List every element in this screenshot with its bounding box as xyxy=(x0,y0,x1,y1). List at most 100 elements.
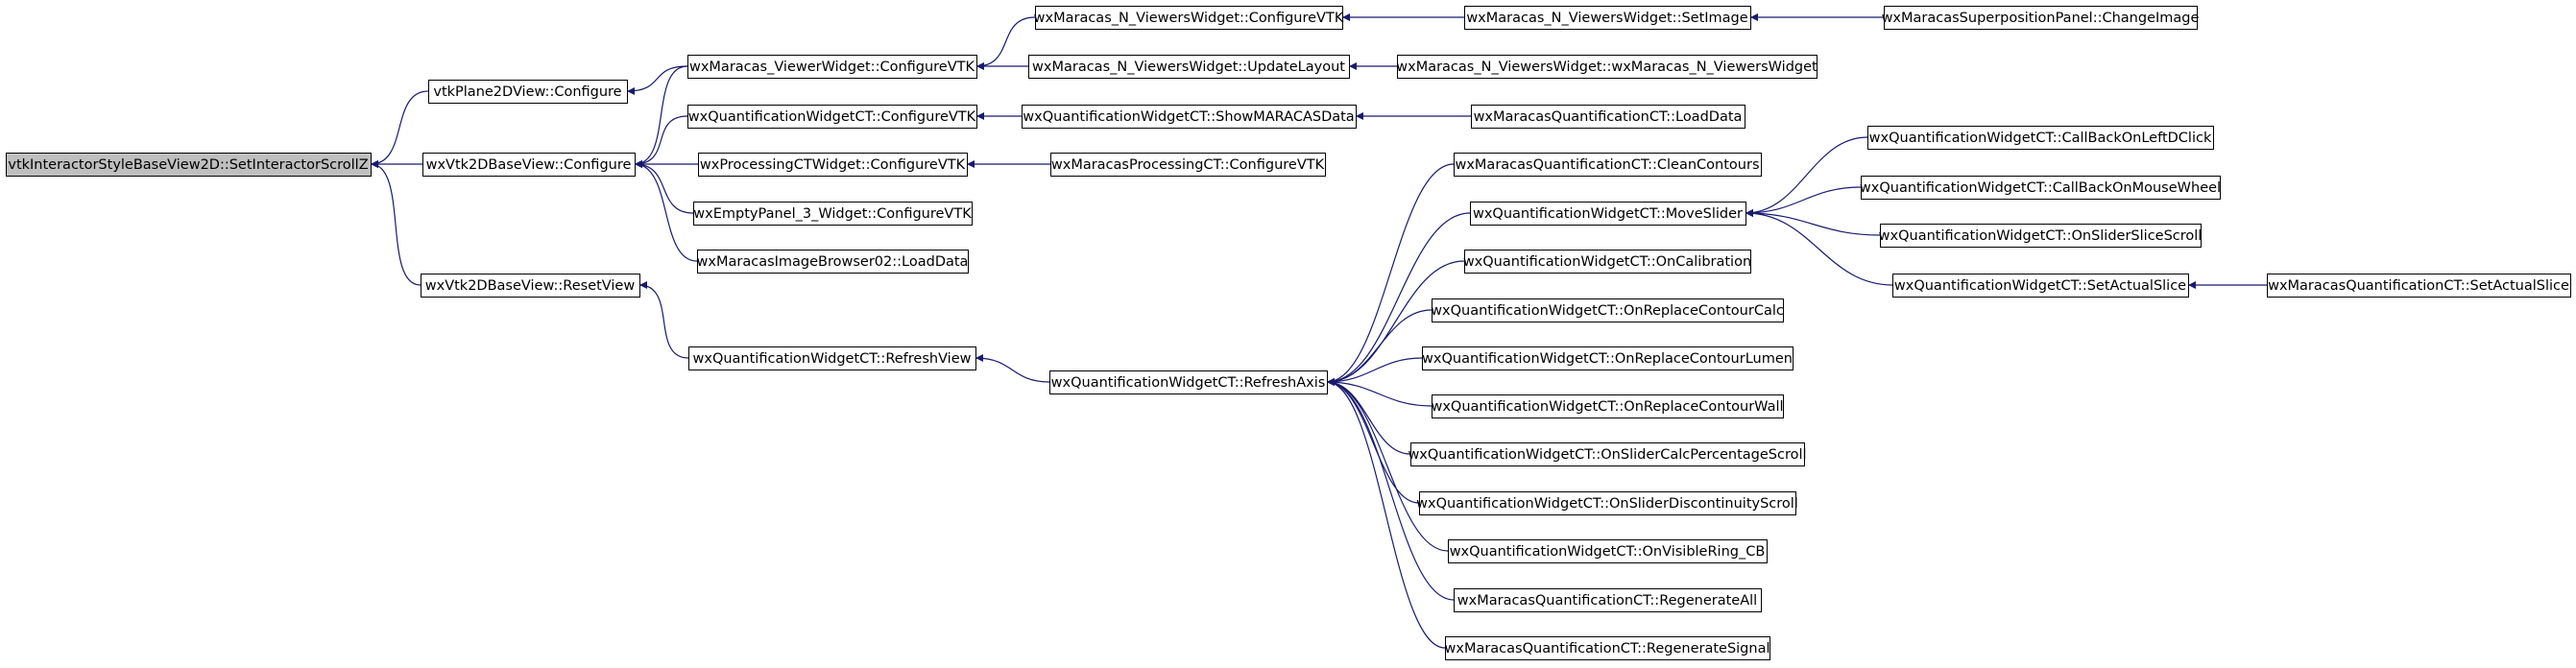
node-label: wxMaracasQuantificationCT::RegenerateAll xyxy=(1457,593,1757,608)
node-box xyxy=(1445,636,1770,660)
function-node[interactable]: wxQuantificationWidgetCT::SetActualSlice xyxy=(1892,274,2189,298)
function-node[interactable]: wxMaracasQuantificationCT::LoadData xyxy=(1471,105,1745,129)
call-edge-wxQuantificationWidgetCT_OnReplaceContourLumen-to-wxQuantificationWidgetCT_RefreshAxis xyxy=(1326,357,1423,386)
call-edge-wxQuantificationWidgetCT_CallBackOnMouseWheel-to-wxQuantificationWidgetCT_MoveSlider xyxy=(1745,186,1862,217)
function-node[interactable]: wxQuantificationWidgetCT::ConfigureVTK xyxy=(687,105,977,129)
function-node[interactable]: wxQuantificationWidgetCT::OnReplaceConto… xyxy=(1431,394,1784,418)
node-label: wxQuantificationWidgetCT::RefreshAxis xyxy=(1051,375,1326,391)
node-label: wxVtk2DBaseView::ResetView xyxy=(425,278,636,294)
node-box xyxy=(687,105,977,129)
node-box xyxy=(693,202,973,226)
node-label: wxMaracasImageBrowser02::LoadData xyxy=(697,254,969,270)
node-label: wxQuantificationWidgetCT::OnCalibration xyxy=(1463,254,1751,270)
function-node[interactable]: wxQuantificationWidgetCT::OnSliderSliceS… xyxy=(1879,224,2203,248)
function-node[interactable]: wxVtk2DBaseView::ResetView xyxy=(421,274,640,298)
node-label: vtkInteractorStyleBaseView2D::SetInterac… xyxy=(8,157,368,173)
function-node[interactable]: wxMaracasQuantificationCT::SetActualSlic… xyxy=(2267,274,2571,298)
node-label: wxMaracas_N_ViewersWidget::wxMaracas_N_V… xyxy=(1396,60,1818,75)
function-node[interactable]: wxQuantificationWidgetCT::OnVisibleRing_… xyxy=(1448,539,1768,563)
call-edge-wxQuantificationWidgetCT_OnSliderSliceScroll-to-wxQuantificationWidgetCT_MoveSlider xyxy=(1745,209,1881,236)
function-node[interactable]: wxMaracas_N_ViewersWidget::wxMaracas_N_V… xyxy=(1396,55,1818,79)
node-box xyxy=(1861,176,2221,200)
call-edge-wxVtk2DBaseView_ResetView-to-root xyxy=(370,160,421,286)
function-node[interactable]: wxQuantificationWidgetCT::OnSliderDiscon… xyxy=(1416,491,1798,515)
function-node[interactable]: wxMaracasSuperpositionPanel::ChangeImage xyxy=(1882,6,2200,30)
node-box xyxy=(1028,55,1350,79)
node-label: wxQuantificationWidgetCT::OnVisibleRing_… xyxy=(1450,544,1766,560)
node-label: wxQuantificationWidgetCT::CallBackOnMous… xyxy=(1860,180,2221,196)
node-label: wxQuantificationWidgetCT::ShowMARACASDat… xyxy=(1023,109,1354,125)
function-node[interactable]: wxQuantificationWidgetCT::OnSliderCalcPe… xyxy=(1408,442,1807,466)
function-node[interactable]: wxMaracas_ViewerWidget::ConfigureVTK xyxy=(687,55,977,79)
node-box xyxy=(1035,6,1343,30)
node-box xyxy=(1892,274,2189,298)
call-edge-wxMaracasQuantificationCT_CleanContours-to-wxQuantificationWidgetCT_RefreshAxis xyxy=(1326,163,1455,386)
call-edge-wxMaracas_N_ViewersWidget_ConfigureVTK-to-wxMaracas_ViewerWidget_ConfigureVTK xyxy=(975,16,1036,70)
function-node[interactable]: wxProcessingCTWidget::ConfigureVTK xyxy=(698,153,968,177)
call-edge-wxQuantificationWidgetCT_ConfigureVTK-to-wxVtk2DBaseView_Configure xyxy=(634,115,688,168)
call-edge-wxEmptyPanel_3_Widget_ConfigureVTK-to-wxVtk2DBaseView_Configure xyxy=(634,160,694,214)
function-node[interactable]: vtkPlane2DView::Configure xyxy=(428,80,628,104)
node-box xyxy=(687,55,977,79)
function-node[interactable]: wxMaracasProcessingCT::ConfigureVTK xyxy=(1050,153,1326,177)
node-box xyxy=(2267,274,2571,298)
node-box xyxy=(1454,153,1762,177)
function-node[interactable]: wxQuantificationWidgetCT::OnCalibration xyxy=(1463,250,1751,274)
node-box xyxy=(422,153,636,177)
function-node[interactable]: wxQuantificationWidgetCT::ShowMARACASDat… xyxy=(1022,105,1357,129)
function-node[interactable]: wxQuantificationWidgetCT::OnReplaceConto… xyxy=(1431,298,1784,322)
root-function-node: vtkInteractorStyleBaseView2D::SetInterac… xyxy=(6,153,372,177)
function-node[interactable]: wxMaracas_N_ViewersWidget::SetImage xyxy=(1464,6,1751,30)
function-node[interactable]: wxMaracasImageBrowser02::LoadData xyxy=(697,250,969,274)
call-edge-wxMaracasImageBrowser02_LoadData-to-wxVtk2DBaseView_Configure xyxy=(634,160,698,262)
node-label: wxMaracasSuperpositionPanel::ChangeImage xyxy=(1882,11,2200,26)
node-box xyxy=(1454,588,1762,612)
node-label: wxQuantificationWidgetCT::OnSliderSliceS… xyxy=(1879,228,2203,244)
node-box xyxy=(1448,539,1768,563)
function-node[interactable]: wxQuantificationWidgetCT::OnReplaceConto… xyxy=(1422,346,1794,370)
function-node[interactable]: wxVtk2DBaseView::Configure xyxy=(422,153,636,177)
node-label: wxQuantificationWidgetCT::SetActualSlice xyxy=(1894,278,2186,294)
call-edge-wxQuantificationWidgetCT_OnReplaceContourCalc-to-wxQuantificationWidgetCT_RefreshAxis xyxy=(1326,309,1432,386)
node-box xyxy=(1464,6,1751,30)
call-edge-wxQuantificationWidgetCT_RefreshAxis-to-wxQuantificationWidgetCT_RefreshView xyxy=(975,354,1050,383)
node-label: wxMaracas_ViewerWidget::ConfigureVTK xyxy=(689,60,975,75)
node-box xyxy=(6,153,372,177)
nodes-layer: vtkInteractorStyleBaseView2D::SetInterac… xyxy=(6,6,2571,660)
call-edge-wxQuantificationWidgetCT_MoveSlider-to-wxQuantificationWidgetCT_RefreshAxis xyxy=(1326,212,1471,386)
call-edge-wxMaracas_ViewerWidget_ConfigureVTK-to-wxVtk2DBaseView_Configure xyxy=(634,65,688,168)
node-box xyxy=(1022,105,1357,129)
node-box xyxy=(697,250,969,274)
node-label: wxQuantificationWidgetCT::OnReplaceConto… xyxy=(1431,303,1784,319)
node-box xyxy=(1419,491,1796,515)
node-box xyxy=(1397,55,1818,79)
function-node[interactable]: wxMaracasQuantificationCT::CleanContours xyxy=(1454,153,1762,177)
node-label: wxMaracas_N_ViewersWidget::SetImage xyxy=(1466,11,1747,26)
node-box xyxy=(1432,298,1784,322)
function-node[interactable]: wxQuantificationWidgetCT::CallBackOnMous… xyxy=(1860,176,2221,200)
node-box xyxy=(1432,394,1784,418)
function-node[interactable]: wxQuantificationWidgetCT::RefreshView xyxy=(688,346,976,370)
node-box xyxy=(1464,250,1751,274)
function-node[interactable]: wxQuantificationWidgetCT::RefreshAxis xyxy=(1049,370,1328,394)
function-node[interactable]: wxMaracas_N_ViewersWidget::ConfigureVTK xyxy=(1034,6,1344,30)
function-node[interactable]: wxQuantificationWidgetCT::CallBackOnLeft… xyxy=(1867,126,2214,150)
function-node[interactable]: wxMaracasQuantificationCT::RegenerateAll xyxy=(1454,588,1762,612)
function-node[interactable]: wxMaracasQuantificationCT::RegenerateSig… xyxy=(1445,636,1770,660)
function-node[interactable]: wxEmptyPanel_3_Widget::ConfigureVTK xyxy=(693,202,973,226)
function-node[interactable]: wxMaracas_N_ViewersWidget::UpdateLayout xyxy=(1028,55,1350,79)
node-label: wxMaracasQuantificationCT::RegenerateSig… xyxy=(1445,641,1770,656)
call-edge-wxMaracasQuantificationCT_RegenerateSignal-to-wxQuantificationWidgetCT_RefreshAxis xyxy=(1326,378,1446,649)
call-edge-wxQuantificationWidgetCT_OnSliderDiscontinuityScroll-to-wxQuantificationWidgetCT_RefreshAxis xyxy=(1326,378,1420,504)
node-label: wxEmptyPanel_3_Widget::ConfigureVTK xyxy=(693,206,972,222)
function-node[interactable]: wxQuantificationWidgetCT::MoveSlider xyxy=(1470,202,1746,226)
node-box xyxy=(1884,6,2198,30)
call-edge-wxQuantificationWidgetCT_OnVisibleRing_CB-to-wxQuantificationWidgetCT_RefreshAxis xyxy=(1326,378,1449,552)
node-label: wxQuantificationWidgetCT::OnReplaceConto… xyxy=(1431,399,1783,415)
node-label: wxQuantificationWidgetCT::MoveSlider xyxy=(1473,206,1743,222)
node-box xyxy=(698,153,968,177)
node-box xyxy=(1867,126,2214,150)
node-box xyxy=(1470,202,1746,226)
node-box xyxy=(1049,370,1328,394)
